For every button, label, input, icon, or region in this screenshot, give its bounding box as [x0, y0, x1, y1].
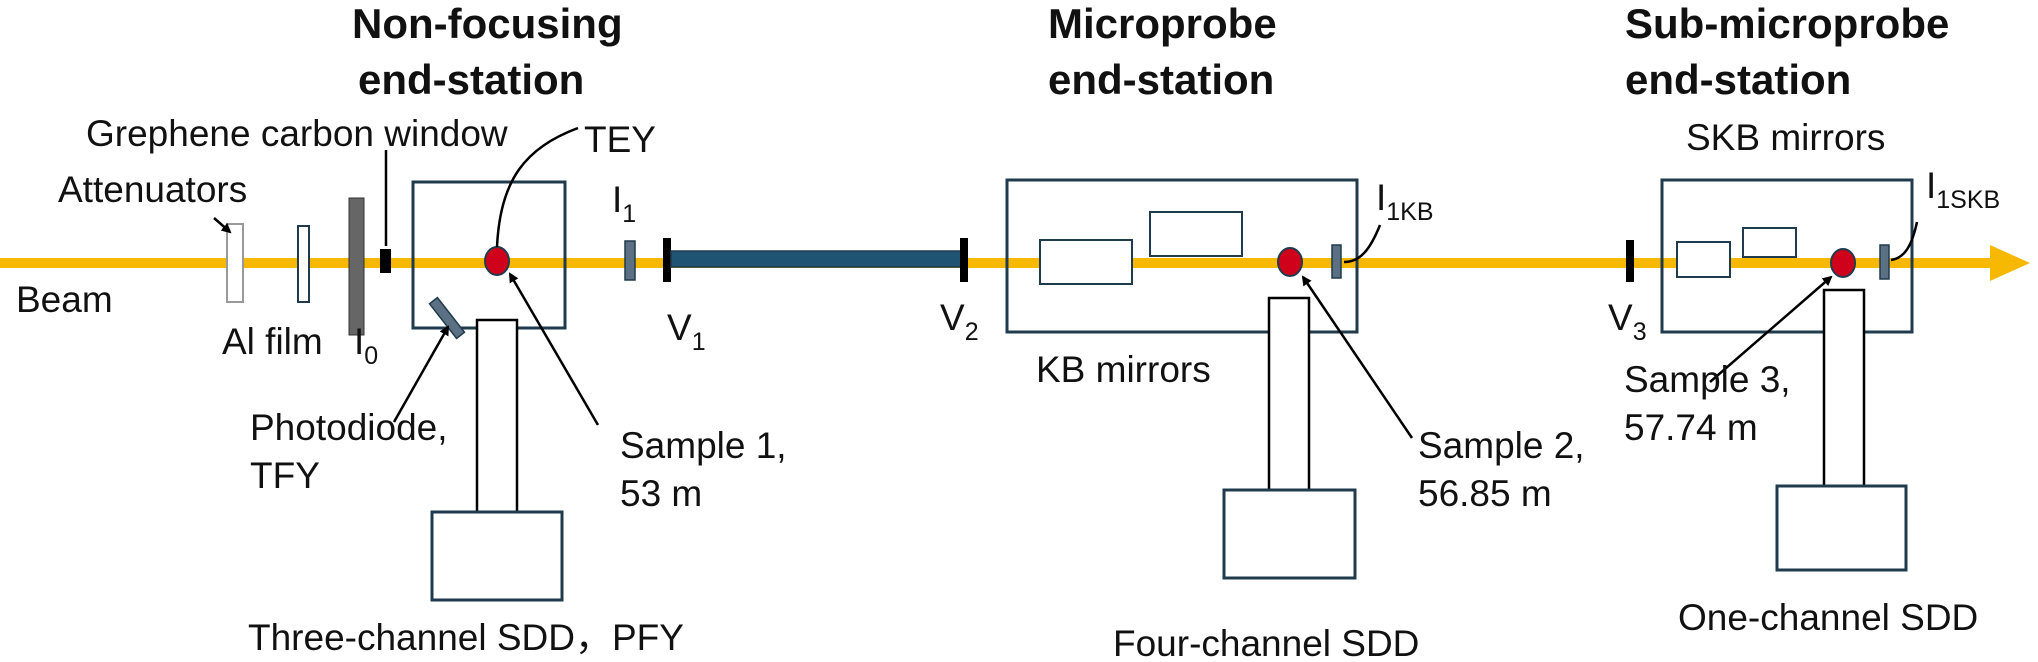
kb-mirror-2: [1149, 211, 1243, 257]
skb-mirror-2: [1742, 227, 1797, 258]
one-channel-sdd-arm: [1822, 288, 1866, 488]
photodiode-element: [428, 296, 466, 340]
microprobe-header-line2: end-station: [1048, 56, 1274, 103]
i1-monitor: [624, 240, 636, 281]
i1skb-label: I1SKB: [1926, 165, 2000, 214]
skb-mirrors-label: SKB mirrors: [1686, 117, 1885, 158]
i0-label: I0: [354, 321, 378, 370]
tey-label: TEY: [584, 119, 656, 160]
v1-valve: [663, 238, 671, 282]
i1skb-leader: [1890, 221, 1919, 262]
sample-2-name-label: Sample 2,: [1418, 425, 1585, 466]
photodiode-leader: [392, 325, 450, 423]
i1skb-monitor: [1879, 244, 1890, 280]
beam-line: [0, 245, 2030, 281]
i0-detector: [348, 197, 365, 336]
sample-3-dot: [1830, 248, 1856, 278]
photodiode-label: Photodiode,: [250, 407, 448, 448]
v3-valve: [1626, 240, 1634, 282]
attenuators-leader: [213, 217, 232, 234]
sample-1-position-label: 53 m: [620, 473, 702, 514]
sample-3-name-label: Sample 3,: [1624, 359, 1791, 400]
kb-mirror-1: [1039, 239, 1133, 285]
sub-microprobe-header-line1: Sub-microprobe: [1625, 0, 1949, 47]
al-film-label: Al film: [222, 321, 323, 362]
graphene-window: [380, 249, 391, 273]
three-channel-sdd-label: Three-channel SDD，PFY: [248, 617, 684, 658]
beam-bar: [0, 258, 2002, 268]
microprobe-header-line1: Microprobe: [1048, 0, 1277, 47]
i1-label: I1: [612, 179, 636, 228]
non-focusing-header-line1: Non-focusing: [352, 0, 623, 47]
four-channel-sdd-head: [1222, 488, 1357, 580]
microprobe-chamber: [1005, 178, 1359, 334]
one-channel-sdd-label: One-channel SDD: [1678, 597, 1978, 638]
i1kb-leader: [1343, 224, 1382, 264]
v2-valve: [960, 238, 968, 282]
three-channel-sdd-head: [430, 510, 564, 602]
skb-mirror-1: [1676, 241, 1731, 278]
beam-arrow-head: [1990, 245, 2030, 281]
attenuators-label: Attenuators: [58, 169, 247, 210]
v1-label: V1: [667, 307, 706, 356]
sample-1-leader: [508, 272, 600, 426]
non-focusing-header-line2: end-station: [358, 56, 584, 103]
sample-3-leader: [1709, 275, 1833, 383]
kb-mirrors-label: KB mirrors: [1036, 349, 1211, 390]
transport-pipe: [670, 250, 962, 268]
v3-label: V3: [1608, 297, 1647, 346]
sample-1-dot: [484, 246, 510, 276]
tey-leader: [495, 126, 579, 248]
four-channel-sdd-arm: [1267, 296, 1311, 492]
three-channel-sdd-arm: [475, 318, 519, 514]
sample-2-position-label: 56.85 m: [1418, 473, 1552, 514]
sample-1-name-label: Sample 1,: [620, 425, 787, 466]
sub-microprobe-header-line2: end-station: [1625, 56, 1851, 103]
sample-2-dot: [1277, 247, 1303, 277]
v2-label: V2: [940, 297, 979, 346]
one-channel-sdd-head: [1775, 484, 1908, 572]
attenuator-plate: [226, 223, 244, 303]
i1kb-label: I1KB: [1376, 177, 1434, 226]
sub-microprobe-chamber: [1660, 178, 1914, 334]
beam-label: Beam: [16, 279, 113, 320]
sample-2-leader: [1301, 275, 1414, 439]
al-film-plate: [297, 225, 310, 303]
graphene-window-label: Grephene carbon window: [86, 113, 508, 154]
i1kb-monitor: [1331, 244, 1342, 279]
four-channel-sdd-label: Four-channel SDD: [1113, 623, 1419, 662]
sample-3-position-label: 57.74 m: [1624, 407, 1758, 448]
tfy-label: TFY: [250, 455, 320, 496]
